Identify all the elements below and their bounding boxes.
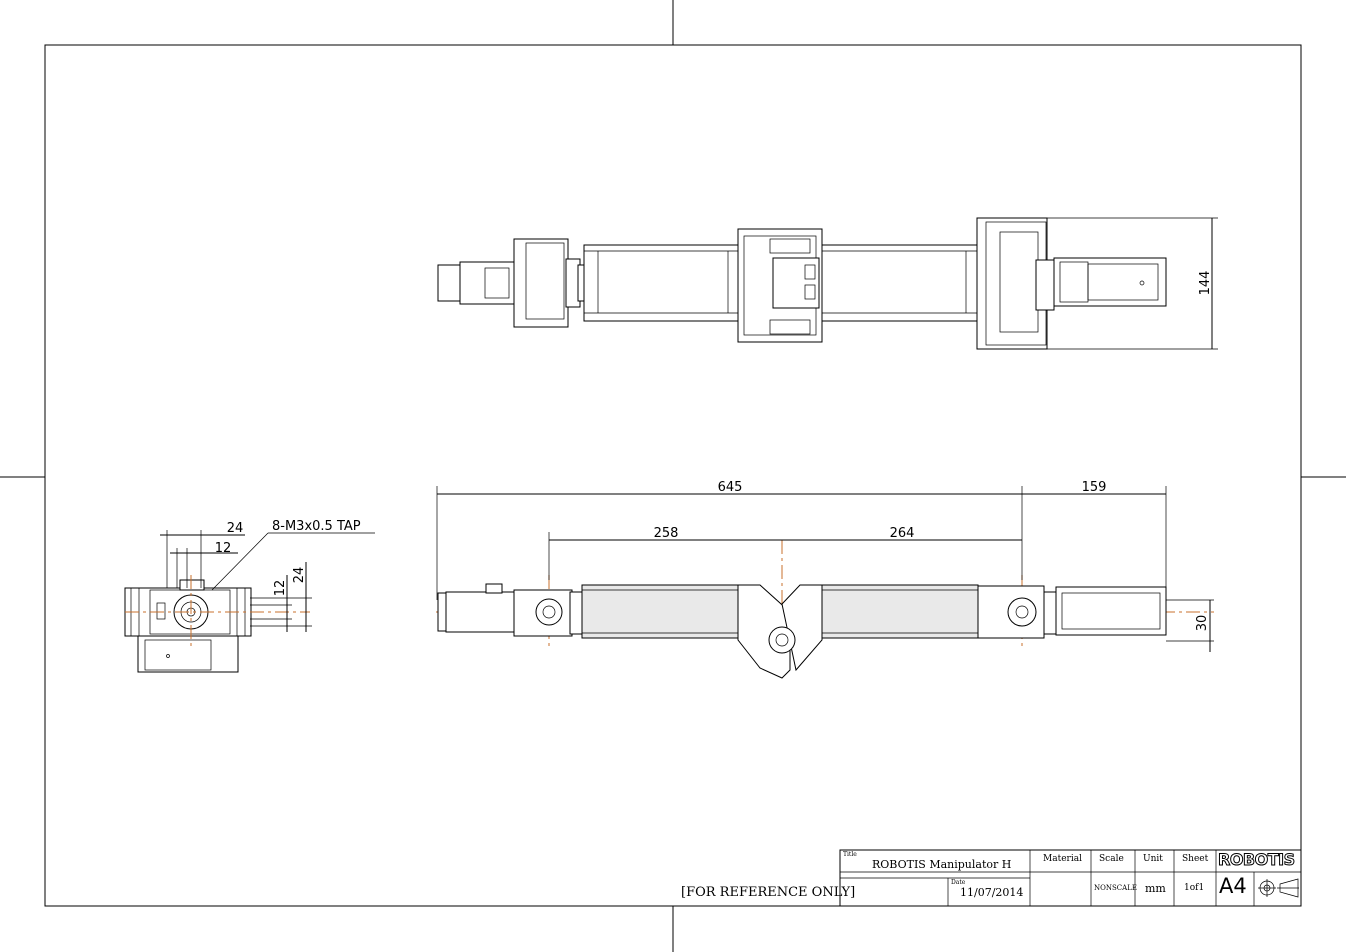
dim-end-height-inner: 12 [273, 580, 288, 597]
tap-note: 8-M3x0.5 TAP [272, 519, 361, 534]
dim-gripper-offset: 30 [1195, 615, 1210, 632]
dim-end-width-outer: 24 [227, 521, 244, 536]
unit-caption: Unit [1143, 854, 1163, 864]
unit-value: mm [1145, 882, 1166, 895]
date-caption: Date [951, 879, 966, 886]
dim-link2-length: 264 [890, 526, 915, 541]
paper-size: A4 [1219, 874, 1247, 898]
sheet-caption: Sheet [1182, 854, 1209, 864]
projection-symbol-icon [1258, 878, 1299, 898]
brand-logo: ROBOTIS [1218, 850, 1296, 869]
date-value: 11/07/2014 [960, 886, 1024, 899]
title-caption: Title [843, 851, 857, 858]
dim-top-height: 144 [1198, 271, 1213, 296]
scale-caption: Scale [1099, 854, 1124, 864]
dim-end-height-outer: 24 [292, 567, 307, 584]
drawing-title: ROBOTIS Manipulator H [872, 858, 1012, 871]
dim-link1-length: 258 [654, 526, 679, 541]
dim-gripper-length: 159 [1082, 480, 1107, 495]
scale-value: NONSCALE [1094, 884, 1137, 892]
top-view: 144 [437, 217, 1218, 350]
reference-note: [FOR REFERENCE ONLY] [681, 885, 856, 900]
end-view: 24 12 24 12 8-M3x0.5 TAP [124, 519, 375, 673]
side-view: 645 159 258 264 30 [436, 480, 1214, 679]
material-caption: Material [1043, 854, 1082, 864]
dim-overall-length: 645 [718, 480, 743, 495]
sheet-value: 1of1 [1184, 883, 1205, 893]
title-block [839, 849, 1302, 907]
dim-end-width-inner: 12 [215, 541, 232, 556]
